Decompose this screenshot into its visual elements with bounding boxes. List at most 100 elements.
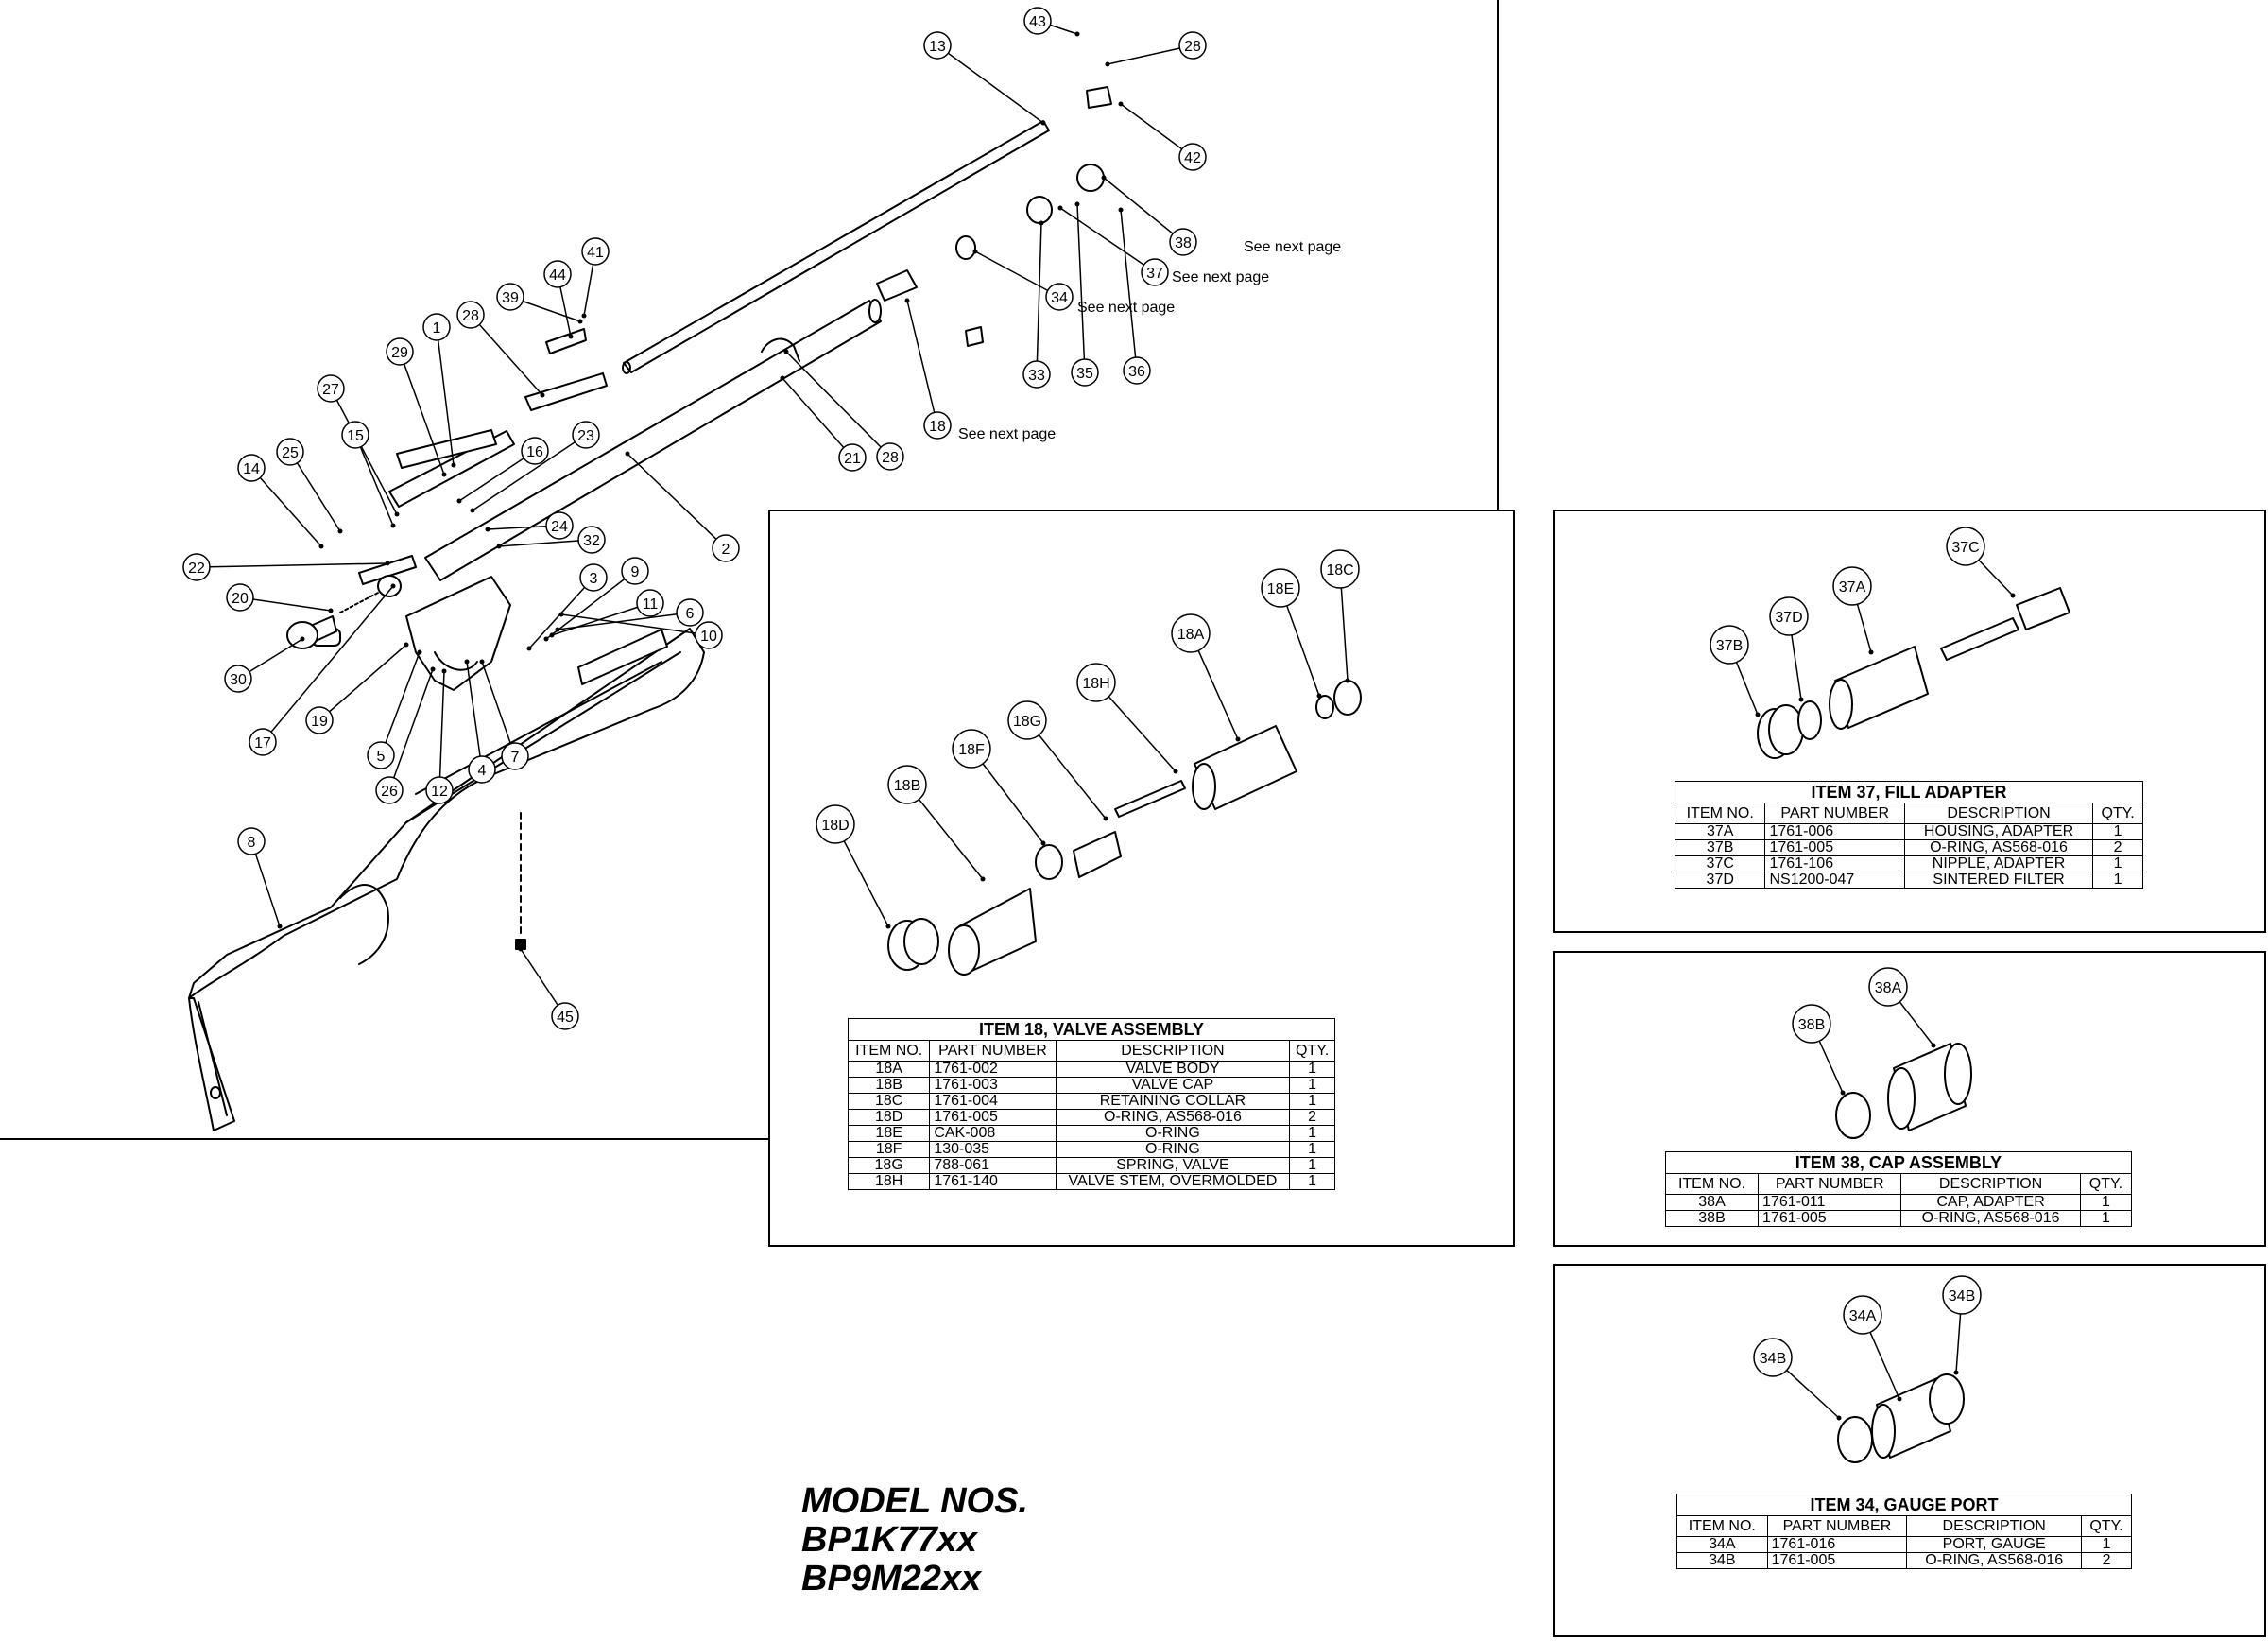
callout-label: 21: [844, 451, 861, 467]
gauge-port-drawing: [1837, 1373, 1965, 1463]
item-no-cell: 18G: [847, 1157, 931, 1174]
description-cell: O-RING, AS568-016: [1906, 1552, 2083, 1569]
callout-main_callouts: 35: [1071, 201, 1099, 387]
qty-cell: 1: [2092, 823, 2143, 840]
callout-main_callouts: 28: [456, 301, 545, 398]
callout-cap_callouts: 38B: [1792, 1004, 1846, 1096]
see-next-page-note: See next page: [1172, 269, 1269, 285]
callout-label: 43: [1029, 14, 1046, 30]
callout-label: 39: [502, 290, 519, 306]
callout-main_callouts: 26: [375, 666, 436, 804]
callout-label: 28: [882, 450, 899, 466]
callout-main_callouts: 38: [1101, 175, 1197, 256]
item-no-cell: 18E: [847, 1125, 931, 1142]
callout-valve_callouts: 18B: [887, 765, 986, 882]
callout-cap_callouts: 38A: [1868, 967, 1936, 1048]
callout-label: 18F: [958, 742, 985, 758]
callout-main_callouts: 12: [425, 668, 454, 804]
callout-main_callouts: 30: [224, 636, 305, 693]
callout-main_callouts: 28: [783, 349, 904, 471]
callout-fill_callouts: 37A: [1832, 566, 1874, 655]
description-cell: SPRING, VALVE: [1055, 1157, 1291, 1174]
col-item-no: ITEM NO.: [1664, 1173, 1760, 1195]
item-no-cell: 18D: [847, 1109, 931, 1126]
callout-main_callouts: 25: [276, 438, 343, 534]
col-description: DESCRIPTION: [1906, 1515, 2083, 1537]
callout-label: 44: [549, 268, 566, 284]
fill-adapter-table: ITEM 37, FILL ADAPTER ITEM NO. PART NUMB…: [1674, 781, 2143, 889]
part-number-cell: 1761-011: [1758, 1194, 1902, 1211]
qty-cell: 1: [2092, 855, 2143, 872]
item-no-cell: 37B: [1674, 839, 1766, 856]
qty-cell: 1: [1289, 1093, 1335, 1110]
callout-label: 20: [232, 591, 249, 607]
description-cell: O-RING, AS568-016: [1903, 839, 2094, 856]
callout-valve_callouts: 18D: [816, 804, 891, 929]
callout-label: 38: [1175, 235, 1192, 251]
callout-main_callouts: 23: [470, 421, 600, 513]
part-number-cell: 1761-140: [929, 1173, 1057, 1190]
callout-label: 27: [322, 382, 339, 398]
col-qty: QTY.: [2079, 1173, 2133, 1195]
callout-main_callouts: 13: [923, 31, 1046, 126]
valve-assembly-table: ITEM 18, VALVE ASSEMBLY ITEM NO. PART NU…: [847, 1018, 1335, 1190]
callout-label: 18B: [894, 778, 920, 794]
callout-main_callouts: 8: [237, 827, 283, 929]
callout-main_callouts: 17: [249, 583, 396, 756]
item-no-cell: 37C: [1674, 855, 1766, 872]
callout-label: 33: [1028, 368, 1045, 384]
col-part-number: PART NUMBER: [1764, 803, 1905, 824]
qty-cell: 1: [1289, 1173, 1335, 1190]
see-next-page-note: See next page: [1244, 239, 1341, 255]
col-part-number: PART NUMBER: [1766, 1515, 1908, 1537]
callout-label: 34B: [1949, 1288, 1975, 1304]
description-cell: O-RING, AS568-016: [1055, 1109, 1291, 1126]
callout-main_callouts: 19: [305, 642, 409, 734]
stock-part: [188, 628, 705, 1131]
sleeve-part: [524, 372, 608, 411]
callout-main_callouts: 5: [367, 649, 422, 769]
callout-label: 24: [551, 519, 568, 535]
cap-assembly-table: ITEM 38, CAP ASSEMBLY ITEM NO. PART NUMB…: [1664, 1151, 2133, 1227]
callout-label: 45: [557, 1010, 574, 1026]
item-no-cell: 34A: [1676, 1536, 1768, 1553]
callout-label: 18A: [1177, 627, 1205, 643]
callout-label: 18G: [1013, 714, 1041, 730]
item-no-cell: 18H: [847, 1173, 931, 1190]
fill-adapter-drawing: [1757, 587, 2070, 759]
callout-label: 34: [1051, 290, 1068, 306]
callout-label: 18H: [1082, 676, 1109, 692]
callout-label: 5: [377, 749, 386, 765]
description-cell: VALVE CAP: [1055, 1077, 1291, 1094]
see-next-page-note: See next page: [1077, 300, 1175, 316]
callout-main_callouts: 36: [1118, 207, 1151, 385]
callout-label: 26: [381, 784, 398, 800]
callout-label: 19: [311, 714, 328, 730]
cap-table-title: ITEM 38, CAP ASSEMBLY: [1665, 1151, 2132, 1174]
qty-cell: 1: [2081, 1536, 2132, 1553]
col-description: DESCRIPTION: [1900, 1173, 2081, 1195]
callout-main_callouts: 14: [237, 454, 324, 549]
callout-label: 37C: [1951, 540, 1979, 556]
col-description: DESCRIPTION: [1903, 803, 2094, 824]
col-item-no: ITEM NO.: [1674, 803, 1766, 824]
callout-label: 38B: [1798, 1017, 1825, 1033]
gauge-port-frame: [1553, 1264, 2266, 1637]
callout-label: 36: [1128, 364, 1145, 380]
callout-main_callouts: 1: [422, 313, 456, 468]
callout-fill_callouts: 37B: [1710, 625, 1761, 717]
callout-label: 37B: [1716, 638, 1743, 654]
callout-label: 37: [1146, 266, 1163, 282]
description-cell: NIPPLE, ADAPTER: [1903, 855, 2094, 872]
